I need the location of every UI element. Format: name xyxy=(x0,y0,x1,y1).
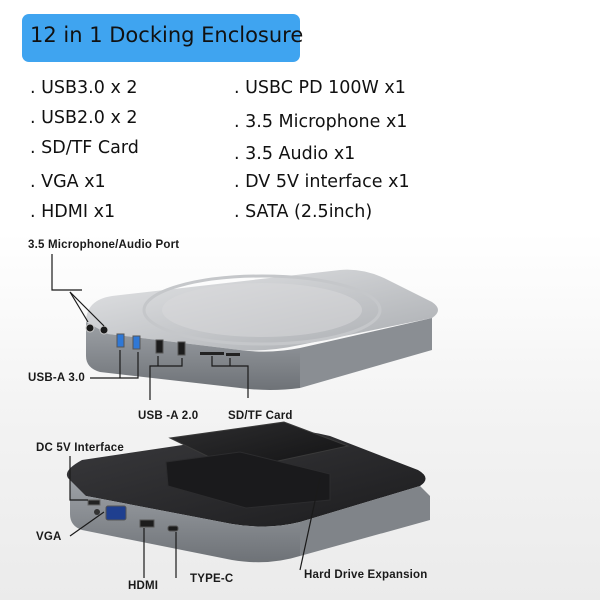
usb3-port-1 xyxy=(116,333,125,348)
spec-item: . SD/TF Card xyxy=(30,138,139,158)
hard-drive-bay xyxy=(165,451,331,509)
tf-card-slot xyxy=(226,353,240,356)
callout-usb-a-3: USB-A 3.0 xyxy=(28,372,85,384)
hdmi-port xyxy=(139,519,155,528)
upper-device-side xyxy=(300,318,432,388)
upper-device-fan-ring xyxy=(142,274,382,346)
usb3-port-2 xyxy=(132,335,141,350)
spec-item: . USB2.0 x 2 xyxy=(30,108,138,128)
callout-sd-tf: SD/TF Card xyxy=(228,410,293,422)
page-title: 12 in 1 Docking Enclosure xyxy=(30,23,304,47)
sd-card-slot xyxy=(200,352,224,355)
spec-item: . 3.5 Audio x1 xyxy=(234,144,356,164)
dc-5v-port xyxy=(87,499,101,506)
upper-callout-lines xyxy=(51,254,249,400)
spec-item: . USB3.0 x 2 xyxy=(30,78,138,98)
callout-dc-5v: DC 5V Interface xyxy=(36,442,125,454)
spec-item: . DV 5V interface x1 xyxy=(234,172,410,192)
vga-port xyxy=(105,505,127,521)
spec-item: . SATA (2.5inch) xyxy=(234,202,373,222)
lower-device-front xyxy=(70,480,300,563)
callout-usb-a-2: USB -A 2.0 xyxy=(138,410,199,422)
lower-callout-lines xyxy=(69,456,321,578)
upper-device xyxy=(85,269,438,390)
callout-vga: VGA xyxy=(36,531,62,543)
power-button xyxy=(94,509,100,515)
lower-device xyxy=(66,421,430,563)
microphone-port xyxy=(85,323,95,333)
callout-hard-drive: Hard Drive Expansion xyxy=(304,569,428,581)
spec-item: . USBC PD 100W x1 xyxy=(234,78,406,98)
audio-port xyxy=(99,325,109,335)
usb2-port-1 xyxy=(155,339,164,354)
usb2-port-2 xyxy=(177,341,186,356)
callout-hdmi: HDMI xyxy=(128,580,159,592)
callout-type-c: TYPE-C xyxy=(190,573,234,585)
type-c-port xyxy=(167,525,179,532)
lower-device-side xyxy=(300,486,430,556)
spec-item: . VGA x1 xyxy=(30,172,106,192)
callout-mic-audio: 3.5 Microphone/Audio Port xyxy=(28,239,180,251)
spec-item: . 3.5 Microphone x1 xyxy=(234,112,408,132)
spec-item: . HDMI x1 xyxy=(30,202,116,222)
title-banner: 12 in 1 Docking Enclosure xyxy=(22,14,304,62)
